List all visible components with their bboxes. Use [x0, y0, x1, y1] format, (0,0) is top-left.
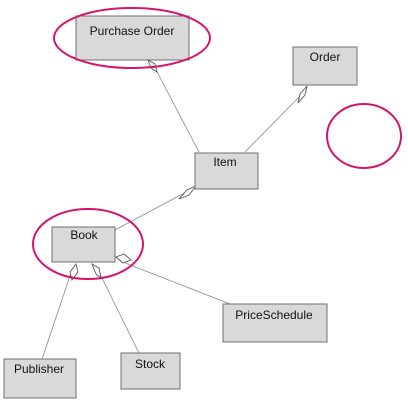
class-publisher[interactable]: Publisher — [3, 358, 77, 399]
highlight-ellipse-book — [32, 208, 144, 280]
line-item-book — [112, 189, 191, 232]
class-priceschedule[interactable]: PriceSchedule — [222, 303, 328, 343]
aggregation-diamond-priceschedule — [115, 253, 132, 264]
class-label-stock: Stock — [135, 357, 166, 371]
aggregation-diamond-item — [178, 185, 197, 200]
highlight-ellipse-empty — [326, 103, 402, 169]
line-book-publisher — [41, 269, 73, 360]
line-purchase-order-item — [153, 65, 200, 153]
class-label-priceschedule: PriceSchedule — [235, 308, 313, 322]
class-label-publisher: Publisher — [14, 362, 64, 376]
line-book-stock — [97, 269, 140, 354]
line-order-item — [244, 94, 302, 153]
class-purchase-order[interactable]: Purchase Order — [75, 15, 190, 61]
class-stock[interactable]: Stock — [120, 352, 181, 390]
class-item[interactable]: Item — [194, 152, 259, 190]
class-book[interactable]: Book — [51, 226, 116, 263]
class-label-purchase-order: Purchase Order — [90, 24, 175, 38]
class-order[interactable]: Order — [292, 46, 358, 86]
aggregation-diamond-purchase-order — [147, 58, 158, 74]
class-label-order: Order — [310, 50, 341, 64]
line-book-priceschedule — [119, 260, 231, 305]
highlight-ellipse-purchase-order — [53, 7, 211, 69]
class-label-book: Book — [70, 228, 98, 242]
aggregation-diamond-order — [297, 85, 308, 104]
class-label-item: Item — [213, 155, 236, 169]
aggregation-diamond-stock — [91, 262, 102, 280]
aggregation-diamond-publisher — [69, 262, 79, 282]
